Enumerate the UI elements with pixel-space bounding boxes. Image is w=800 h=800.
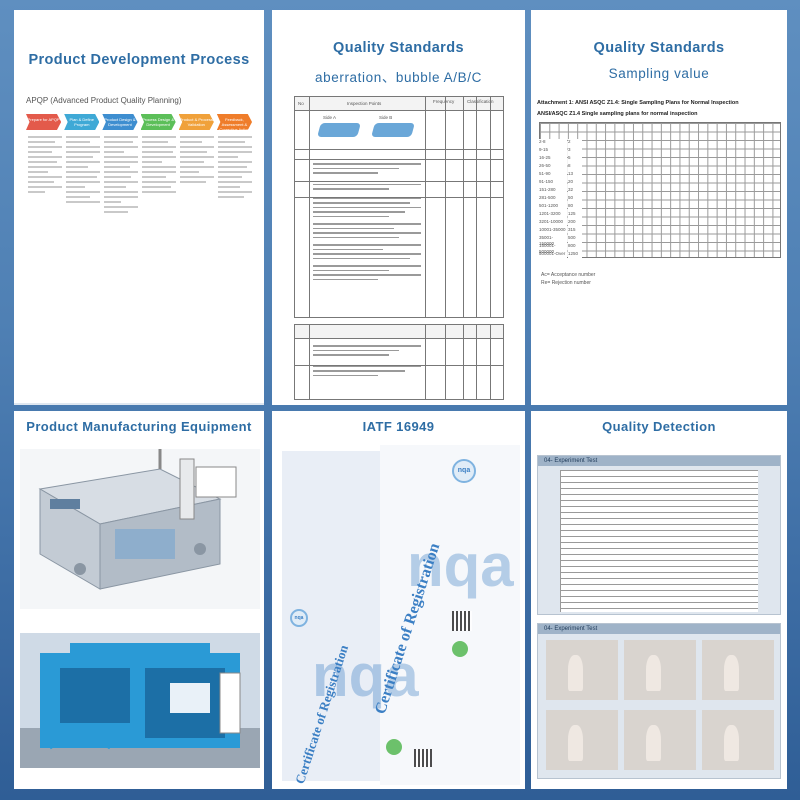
- apqp-steps: Prepare for APQP Plan & Define Program P…: [26, 114, 253, 130]
- panel-heading: Quality Standards: [593, 40, 725, 56]
- equipment-photo: [20, 633, 260, 768]
- lot-size: 2-8: [539, 139, 546, 144]
- side-a-label: Side A: [323, 115, 337, 120]
- apqp-step: Feedback, Assessment & Corrective Action: [216, 114, 253, 130]
- certificate-seal: [452, 641, 468, 657]
- lab-photo: [702, 640, 774, 700]
- panel-quality-standards-aberration: Quality Standards aberration、bubble A/B/…: [272, 10, 525, 405]
- experiment-header: 04- Experiment Test: [538, 456, 780, 466]
- lot-size: 151-280: [539, 187, 556, 192]
- experiment-photo-card: 04- Experiment Test: [537, 623, 781, 779]
- apqp-column: [28, 136, 62, 246]
- apqp-title: APQP (Advanced Product Quality Planning): [26, 96, 182, 105]
- side-b-label: Side B: [379, 115, 393, 120]
- nqa-watermark: nqa: [407, 532, 514, 599]
- lot-size: 51-90: [539, 171, 551, 176]
- apqp-step: Process Design & Development: [140, 114, 176, 130]
- apqp-step: Product Design & Development: [102, 114, 138, 130]
- apqp-step: Product & Process Validation: [178, 114, 214, 130]
- lot-size-column: 2-8 9-15 16-25 26-50 51-90 91-150 151-28…: [539, 139, 567, 259]
- lot-size: 500001-Over: [539, 251, 566, 256]
- apqp-step: Prepare for APQP: [26, 114, 62, 130]
- panel-manufacturing-equipment: Product Manufacturing Equipment: [14, 411, 264, 789]
- sample-size: 125: [568, 211, 576, 216]
- panel-heading: IATF 16949: [362, 419, 435, 434]
- experiment-table: [560, 470, 758, 612]
- table-header-row: [295, 97, 503, 111]
- lot-size: 281-500: [539, 195, 556, 200]
- nqa-logo: nqa: [452, 459, 476, 483]
- qr-code: [414, 749, 432, 767]
- heading-underline: [14, 403, 264, 405]
- lot-size: 3201-10000: [539, 219, 564, 224]
- inspection-body-text: [313, 163, 421, 283]
- apqp-column: [218, 136, 252, 246]
- table-header-no: No: [298, 101, 304, 106]
- qr-code: [452, 611, 472, 631]
- table-header-points: Inspection Points: [347, 101, 382, 106]
- lot-size: 91-150: [539, 179, 554, 184]
- sample-size: 8: [568, 163, 571, 168]
- part-diagram: Side A Side B: [313, 115, 423, 145]
- experiment-table-card: 04- Experiment Test: [537, 455, 781, 615]
- lab-photo: [546, 710, 618, 770]
- nqa-watermark: nqa: [312, 642, 419, 709]
- apqp-step: Plan & Define Program: [64, 114, 100, 130]
- sample-size: 500: [568, 235, 576, 240]
- panel-heading: Quality Detection: [602, 419, 716, 434]
- table-header-classification: Classification: [467, 99, 494, 104]
- lab-photo: [546, 640, 618, 700]
- apqp-column: [142, 136, 176, 246]
- inspection-table: No Inspection Points Frequency Classific…: [294, 96, 504, 318]
- nqa-logo-small: nqa: [290, 609, 308, 627]
- sample-size: 50: [568, 195, 574, 200]
- equipment-illustration: [20, 449, 260, 609]
- sample-size: 200: [568, 219, 576, 224]
- inspection-table-2: [294, 324, 504, 400]
- panel-heading: Product Development Process: [28, 52, 250, 68]
- sample-size: 13: [568, 171, 574, 176]
- lot-size: 1201-3200: [539, 211, 561, 216]
- apqp-column: [180, 136, 214, 246]
- lot-size: 35001-150000: [539, 235, 555, 246]
- panel-heading: Product Manufacturing Equipment: [26, 419, 252, 434]
- attachment-title: Attachment 1: ANSI ASQC Z1.4: Single Sam…: [537, 100, 739, 106]
- footnote-re: Re= Rejection number: [541, 280, 591, 286]
- lot-size: 16-25: [539, 155, 551, 160]
- apqp-column: [104, 136, 138, 246]
- sample-size: 80: [568, 203, 574, 208]
- lot-size: 10001-35000: [539, 227, 566, 232]
- lot-size: 26-50: [539, 163, 551, 168]
- sample-size: 315: [568, 227, 576, 232]
- sample-size: 32: [568, 187, 574, 192]
- sample-size: 2: [568, 139, 571, 144]
- sample-size: 1250: [568, 251, 579, 256]
- lot-size: 150001-500000: [539, 243, 556, 254]
- footnote-ac: Ac= Acceptance number: [541, 272, 596, 278]
- sample-size: 20: [568, 179, 574, 184]
- panel-heading: Quality Standards: [333, 40, 464, 56]
- certificate-front: [380, 445, 520, 785]
- lot-size: 9-15: [539, 147, 549, 152]
- panel-quality-detection: Quality Detection 04- Experiment Test 04…: [531, 411, 787, 789]
- lab-photo: [624, 710, 696, 770]
- panel-subheading: Sampling value: [608, 66, 710, 81]
- sample-size: 3: [568, 147, 571, 152]
- panel-subheading: aberration、bubble A/B/C: [315, 70, 482, 85]
- experiment-header: 04- Experiment Test: [538, 624, 780, 634]
- sampling-table-title: ANSI/ASQC Z1.4 Single sampling plans for…: [537, 111, 698, 117]
- certificate-seal: [386, 739, 402, 755]
- apqp-details: [28, 136, 252, 246]
- sample-size: 5: [568, 155, 571, 160]
- lab-photo: [624, 640, 696, 700]
- table-header-frequency: Frequency: [433, 99, 455, 104]
- lot-size: 501-1200: [539, 203, 559, 208]
- apqp-column: [66, 136, 100, 246]
- sample-size: 800: [568, 243, 576, 248]
- lab-photo: [702, 710, 774, 770]
- sample-size-column: 2 3 5 8 13 20 32 50 80 125 200 315 500 8…: [568, 139, 582, 259]
- panel-iatf: IATF 16949 nqa nqa Certificate of Regist…: [272, 411, 525, 789]
- panel-product-development: Product Development Process APQP (Advanc…: [14, 10, 264, 405]
- panel-quality-standards-sampling: Quality Standards Sampling value Attachm…: [531, 10, 787, 405]
